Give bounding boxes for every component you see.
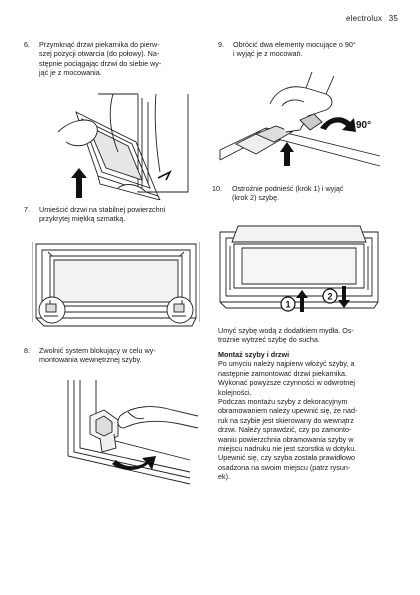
- lock-release-illustration: [67, 380, 199, 485]
- door-removal-illustration: [57, 93, 189, 200]
- step-text: Umieścić drzwi na stabilnej powierzchni …: [39, 205, 165, 224]
- step-6: 6. Przymknąć drzwi piekarnika do pierw- …: [24, 40, 204, 80]
- body-line: ruk na szybie jest skierowany do wewnątr…: [218, 415, 354, 425]
- clamp-right-icon: [166, 296, 194, 324]
- step-line: przykrytej miękką szmatką.: [39, 214, 126, 224]
- step-two-marker: 2: [322, 288, 338, 304]
- step-number: 10.: [212, 184, 222, 193]
- step-line: Przymknąć drzwi piekarnika do pierw-: [39, 40, 160, 49]
- rotation-angle-label: 90°: [356, 120, 371, 131]
- step-two-label: 2: [327, 292, 332, 302]
- step-line: stępnie pociągając drzwi do siebie wy-: [39, 58, 162, 68]
- step-text: Obrócić dwa elementy mocujące o 90° i wy…: [233, 40, 356, 59]
- wash-instructions: Umyć szybę wodą z dodatkiem mydła. Os- t…: [218, 326, 398, 345]
- body-line: osadzona na swoim miejscu (patrz rysun-: [218, 462, 351, 472]
- rotate-arrow-icon: [112, 456, 156, 470]
- step-text: Zwolnić system blokujący w celu wy- mont…: [39, 346, 156, 365]
- figure-door-flat: [32, 238, 200, 338]
- step-10: 10. Ostrożnie podnieść (krok 1) i wyjąć …: [212, 184, 398, 206]
- arrow-up-icon: [71, 168, 87, 198]
- step-line: Umieścić drzwi na stabilnej powierzchni: [39, 205, 166, 214]
- wash-line: trożnie wytrzeć szybę do sucha.: [218, 335, 320, 345]
- body-line: Upewnić się, czy szyba została prawidłow…: [218, 453, 356, 463]
- assembly-section: Montaż szyby i drzwi Po umyciu należy na…: [218, 350, 398, 482]
- step-line: Ostrożnie podnieść (krok 1) i wyjąć: [232, 184, 344, 193]
- arrow-down-icon: [338, 286, 350, 308]
- page-number: 35: [388, 14, 398, 23]
- step-number: 7.: [24, 205, 30, 214]
- step-7: 7. Umieścić drzwi na stabilnej powierzch…: [24, 205, 204, 227]
- rotate-arrow-icon: [320, 117, 356, 132]
- step-text: Ostrożnie podnieść (krok 1) i wyjąć (kro…: [232, 184, 343, 203]
- step-number: 9.: [218, 40, 224, 49]
- door-flat-illustration: [32, 242, 200, 327]
- step-line: jąć je z mocowania.: [39, 68, 102, 78]
- arrow-up-icon: [296, 290, 308, 312]
- body-line: następnie zamontować drzwi piekarnika.: [218, 368, 348, 378]
- step-number: 8.: [24, 346, 30, 355]
- step-line: szej pozycji otwarcia (do połowy). Na-: [39, 49, 160, 59]
- step-line: Obrócić dwa elementy mocujące o 90°: [233, 40, 356, 49]
- body-line: ek).: [218, 472, 230, 482]
- step-line: Zwolnić system blokujący w celu wy-: [39, 346, 156, 355]
- arrow-up-icon: [280, 142, 294, 166]
- page-header: electrolux 35: [346, 14, 398, 23]
- step-line: i wyjąć je z mocowań.: [233, 49, 303, 59]
- body-line: Podczas montażu szyby z dekoracyjnym: [218, 397, 348, 407]
- step-text: Przymknąć drzwi piekarnika do pierw- sze…: [39, 40, 161, 78]
- clamp-left-icon: [38, 296, 66, 324]
- step-one-label: 1: [285, 300, 290, 310]
- step-one-marker: 1: [280, 296, 296, 312]
- step-number: 6.: [24, 40, 30, 49]
- figure-lock-release: [60, 376, 200, 488]
- rotate-fasteners-illustration: 90°: [219, 71, 381, 167]
- brand-name: electrolux: [346, 14, 383, 23]
- body-line: waniu powierzchnia obramowania szyby w: [218, 434, 354, 444]
- section-heading: Montaż szyby i drzwi: [218, 350, 290, 359]
- body-line: miejscu nadruku nie jest szorstka w doty…: [218, 444, 357, 454]
- body-line: kolejności.: [218, 387, 252, 397]
- figure-door-removal: [38, 92, 193, 200]
- step-line: montowania wewnętrznej szyby.: [39, 355, 142, 365]
- body-line: Wykonać powyższe czynności w odwrotnej: [218, 378, 355, 388]
- step-8: 8. Zwolnić system blokujący w celu wy- m…: [24, 346, 204, 368]
- body-line: obramowaniem należy upewnić się, że nad-: [218, 406, 358, 416]
- body-line: Po umyciu należy najpierw włożyć szyby, …: [218, 359, 355, 369]
- wash-line: Umyć szybę wodą z dodatkiem mydła. Os-: [218, 326, 354, 335]
- figure-lift-glass: 1 2: [216, 222, 382, 314]
- figure-rotate-fasteners: 90°: [216, 70, 382, 172]
- step-line: (krok 2) szybę.: [232, 193, 280, 203]
- body-line: drzwi. Należy sprawdzić, czy po zamonto-: [218, 425, 352, 435]
- step-9: 9. Obrócić dwa elementy mocujące o 90° i…: [218, 40, 398, 62]
- lift-glass-illustration: 1 2: [219, 225, 379, 312]
